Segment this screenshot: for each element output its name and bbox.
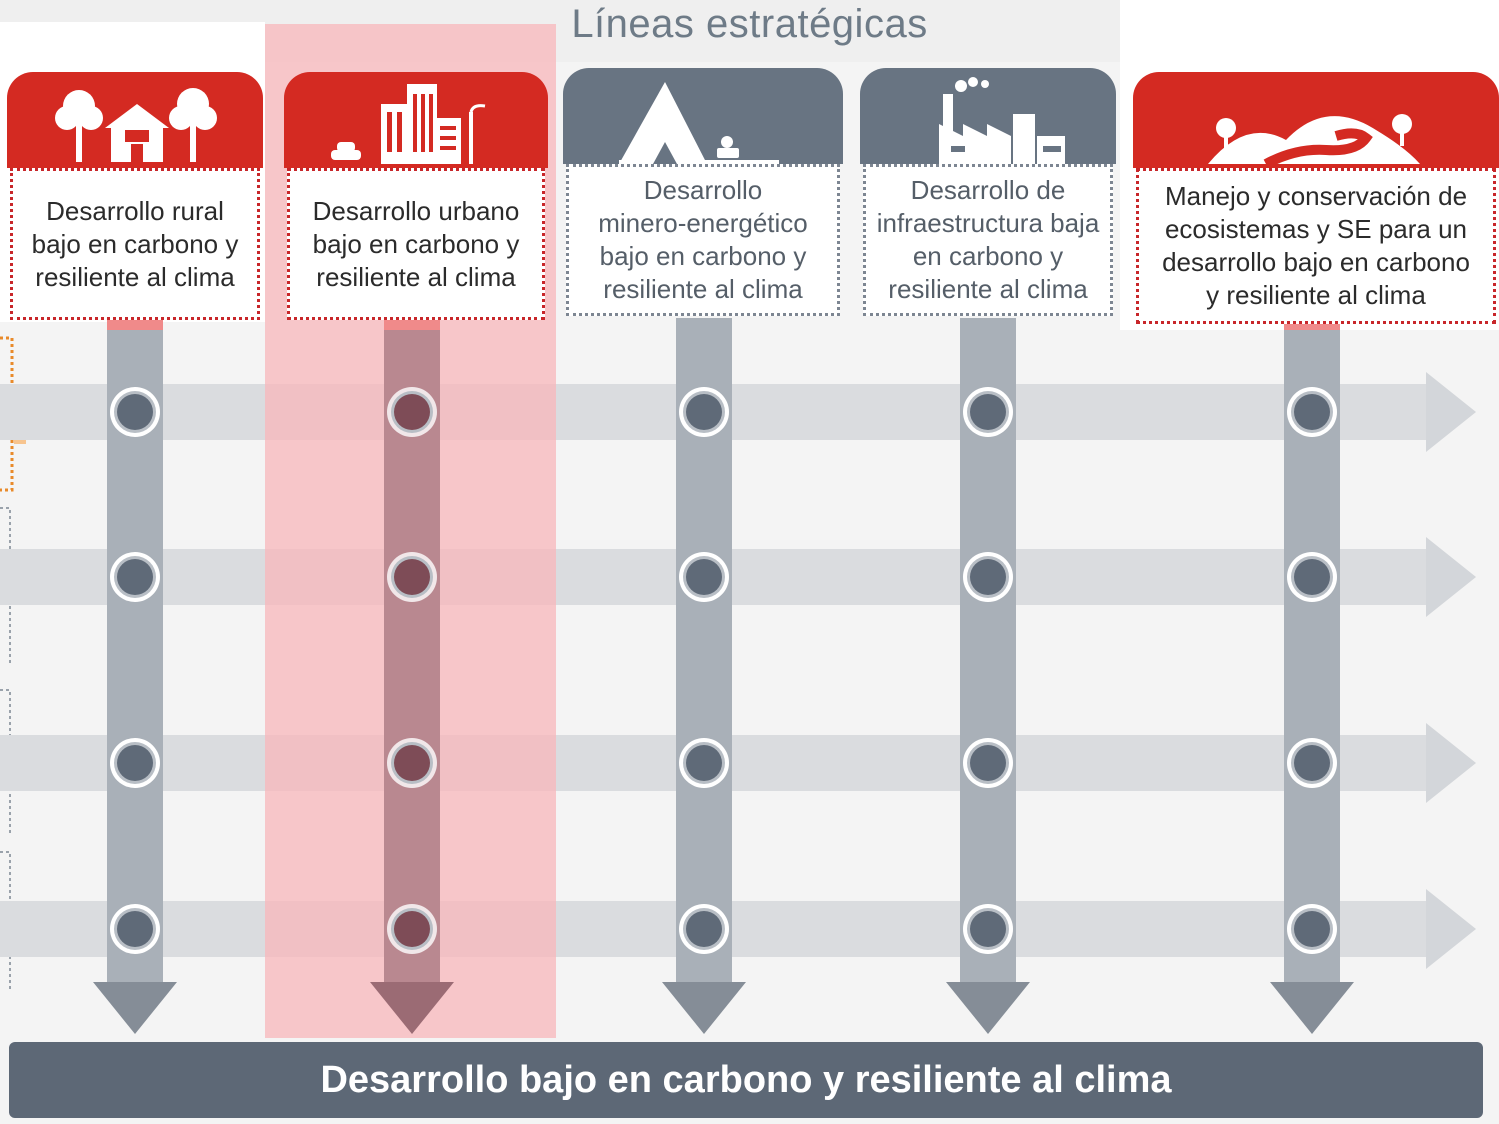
card-header — [284, 72, 548, 168]
node-3-4 — [686, 911, 722, 947]
city-buildings-car-icon — [331, 84, 486, 164]
node-3-2 — [686, 559, 722, 595]
node-5-4 — [1294, 911, 1330, 947]
strategic-line-card-urban: Desarrollo urbano bajo en carbono y resi… — [284, 72, 548, 322]
card-label: Manejo y conservación de ecosistemas y S… — [1136, 168, 1496, 324]
node-2-4 — [394, 911, 430, 947]
node-4-2 — [970, 559, 1006, 595]
node-5-2 — [1294, 559, 1330, 595]
landscape-river-trees-icon — [1208, 114, 1420, 168]
card-header — [7, 72, 263, 168]
track-arrowhead-2 — [370, 982, 454, 1034]
rail-arrowhead-3 — [1426, 723, 1476, 803]
card-label: Desarrollo de infraestructura baja en ca… — [863, 164, 1113, 316]
track-arrowhead-3 — [662, 982, 746, 1034]
strategic-line-card-mining-energy: Desarrollo minero-energético bajo en car… — [563, 68, 843, 318]
strategic-line-card-ecosystems: Manejo y conservación de ecosistemas y S… — [1133, 72, 1499, 324]
node-1-3 — [117, 745, 153, 781]
node-5-1 — [1294, 394, 1330, 430]
track-arrowhead-4 — [946, 982, 1030, 1034]
node-4-4 — [970, 911, 1006, 947]
node-1-1 — [117, 394, 153, 430]
node-2-1 — [394, 394, 430, 430]
factory-icon — [939, 77, 1065, 164]
conclusion-label: Desarrollo bajo en carbono y resiliente … — [320, 1058, 1172, 1101]
node-2-3 — [394, 745, 430, 781]
card-label: Desarrollo minero-energético bajo en car… — [566, 164, 840, 316]
card-label: Desarrollo urbano bajo en carbono y resi… — [287, 168, 545, 320]
diagram-title: Líneas estratégicas — [571, 2, 928, 46]
node-5-3 — [1294, 745, 1330, 781]
card-header — [1133, 72, 1499, 168]
node-3-1 — [686, 394, 722, 430]
conclusion-bar: Desarrollo bajo en carbono y resiliente … — [9, 1042, 1483, 1118]
track-arrowhead-1 — [93, 982, 177, 1034]
rail-arrowhead-4 — [1426, 889, 1476, 969]
strategic-line-card-infrastructure: Desarrollo de infraestructura baja en ca… — [860, 68, 1116, 318]
track-cap-2 — [384, 320, 440, 330]
node-4-3 — [970, 745, 1006, 781]
node-4-1 — [970, 394, 1006, 430]
card-header — [860, 68, 1116, 164]
node-3-3 — [686, 745, 722, 781]
card-label: Desarrollo rural bajo en carbono y resil… — [10, 168, 260, 320]
track-arrowhead-5 — [1270, 982, 1354, 1034]
rail-arrowhead-2 — [1426, 537, 1476, 617]
mountain-mining-icon — [619, 82, 779, 164]
node-1-2 — [117, 559, 153, 595]
track-cap-5 — [1284, 320, 1340, 330]
rail-arrowhead-1 — [1426, 372, 1476, 452]
node-2-2 — [394, 559, 430, 595]
node-1-4 — [117, 911, 153, 947]
rural-houses-trees-icon — [55, 88, 217, 162]
track-cap-1 — [107, 320, 163, 330]
card-header — [563, 68, 843, 164]
strategic-line-card-rural: Desarrollo rural bajo en carbono y resil… — [7, 72, 263, 322]
